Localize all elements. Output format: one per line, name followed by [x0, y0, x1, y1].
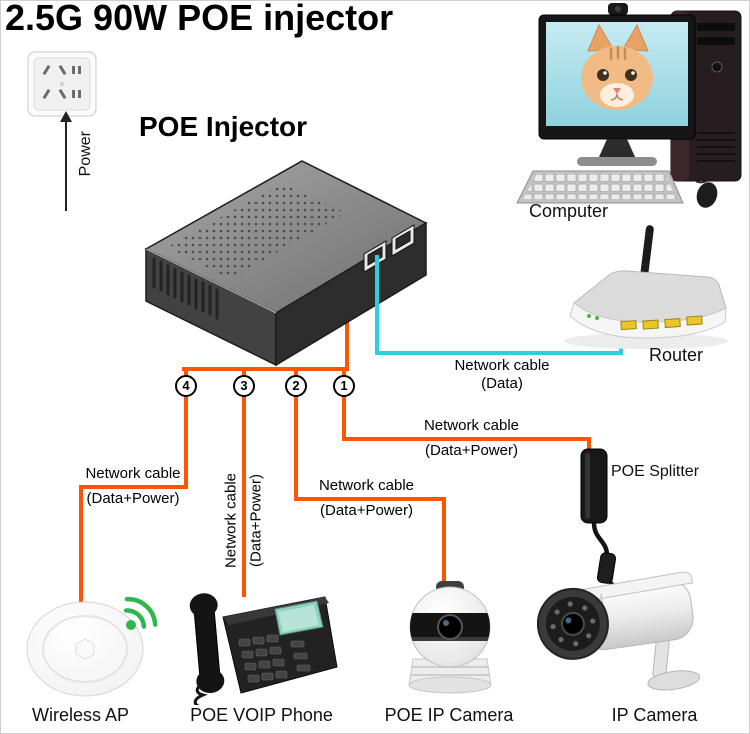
network-cable-power-label-1: Network cable (Data+Power) — [423, 417, 520, 459]
network-cable-power-label-4: Network cable (Data+Power) — [85, 465, 181, 507]
power-cable-2-to-dome — [442, 497, 446, 589]
data-cable-horizontal — [375, 351, 623, 355]
power-cable-1-horizontal — [342, 437, 591, 441]
data-cable-from-port — [375, 255, 379, 355]
power-cable-2-drop — [294, 367, 298, 501]
port-badge-1: 1 — [333, 375, 355, 397]
power-cable-1-to-splitter — [587, 437, 591, 453]
router-icon — [549, 219, 744, 356]
poe-splitter-label: POE Splitter — [611, 463, 700, 480]
bullet-camera-icon — [536, 561, 712, 716]
power-cable-3-to-phone — [242, 367, 246, 597]
router-label: Router — [649, 345, 704, 365]
power-cable-4-drop — [184, 367, 188, 489]
voip-phone-icon — [183, 583, 343, 710]
power-cable-bus — [182, 367, 349, 371]
power-arrow-head — [60, 111, 72, 122]
bullet-camera-label: IP Camera — [611, 705, 698, 725]
power-cable-4-horizontal — [79, 485, 188, 489]
wireless-ap-icon — [17, 589, 167, 706]
network-cable-power-label-3: Network cable (Data+Power) — [222, 472, 265, 569]
computer-label: Computer — [529, 201, 609, 221]
data-label-line1: Network cable — [454, 357, 550, 374]
page-title: 2.5G 90W POE injector — [5, 0, 394, 38]
power-label: Power — [77, 131, 94, 177]
power-cable-1-drop — [342, 367, 346, 437]
power-cable-2-horizontal — [294, 497, 446, 501]
power-outlet-icon — [27, 51, 97, 122]
data-label-line2: (Data) — [481, 375, 523, 392]
wireless-ap-label: Wireless AP — [31, 705, 130, 725]
network-cable-power-label-2: Network cable (Data+Power) — [318, 477, 415, 519]
port-badge-2: 2 — [285, 375, 307, 397]
voip-phone-label: POE VOIP Phone — [190, 705, 333, 725]
poe-injector-device — [134, 151, 439, 376]
dome-camera-label: POE IP Camera — [384, 705, 514, 725]
power-arrow-line — [65, 121, 67, 211]
port-badge-4: 4 — [175, 375, 197, 397]
injector-title: POE Injector — [139, 111, 308, 142]
network-cable-data-label: Network cable (Data) — [427, 357, 577, 393]
power-cable-stub — [345, 319, 349, 367]
dome-camera-icon — [383, 579, 517, 709]
power-cable-4-to-ap — [79, 485, 83, 603]
computer-icon — [511, 3, 749, 233]
port-badge-3: 3 — [233, 375, 255, 397]
